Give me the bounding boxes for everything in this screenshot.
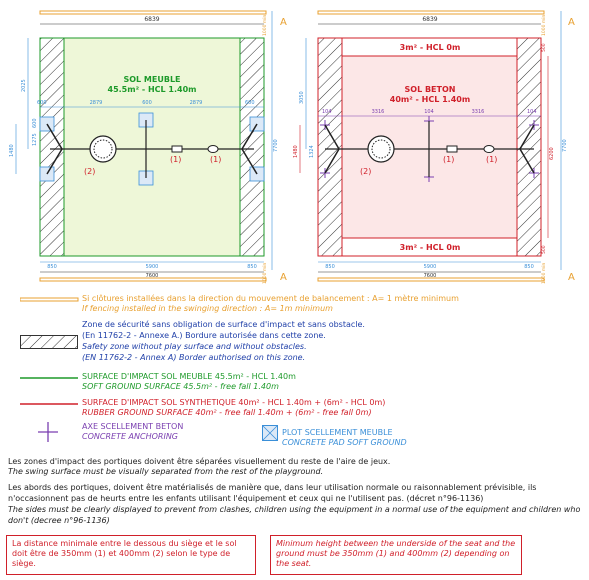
legend-pad-fr: PLOT SCELLEMENT MEUBLE bbox=[282, 428, 393, 437]
right-bottom-mid: 5900 bbox=[424, 264, 437, 270]
right-post-width-2: 104 bbox=[424, 109, 434, 115]
synth-swatch bbox=[20, 403, 78, 405]
left-right-height: 7700 bbox=[273, 139, 279, 152]
legend-anchor-en: CONCRETE ANCHORING bbox=[82, 432, 179, 441]
left-top-right-dim: 1000 min bbox=[262, 14, 268, 36]
left-overall-width: 6839 bbox=[144, 16, 159, 23]
right-overall-width: 6839 bbox=[422, 16, 437, 23]
plan-left: 6839 SOL MEUBLE 45.5m² - HCL 1.40m 600 2… bbox=[9, 10, 287, 284]
legend-synth-fr: SURFACE D'IMPACT SOL SYNTHETIQUE 40m² - … bbox=[82, 398, 386, 407]
right-bottom-total: 7600 bbox=[424, 273, 437, 279]
note-box-fr: La distance minimale entre le dessous du… bbox=[6, 535, 256, 575]
right-right-small-b: 500 bbox=[541, 245, 547, 254]
legend-zone-en-1: Safety zone without play surface and wit… bbox=[82, 342, 307, 351]
legend-zone-fr-1: Zone de sécurité sans obligation de surf… bbox=[82, 320, 365, 329]
legend-zone-fr-2: (En 11762-2 - Annexe A.) Bordure autoris… bbox=[82, 331, 326, 340]
left-zone-title: SOL MEUBLE bbox=[123, 75, 180, 84]
legend-synth-en: RUBBER GROUND SURFACE 40m² - free fall 1… bbox=[82, 408, 372, 417]
left-height: 1480 bbox=[9, 144, 15, 157]
fence-swatch bbox=[20, 297, 79, 302]
left-marker-a-bottom: A bbox=[280, 272, 287, 283]
left-span-2: 2879 bbox=[190, 100, 203, 106]
right-post-width-3: 104 bbox=[527, 109, 537, 115]
left-post-width-3: 600 bbox=[245, 100, 255, 106]
legend-fence-en: If fencing installed in the swinging dir… bbox=[82, 304, 333, 313]
note-box-en: Minimum height between the underside of … bbox=[270, 535, 522, 575]
note-p2-en: The sides must be clearly displayed to p… bbox=[8, 505, 581, 525]
right-label-1a: (1) bbox=[443, 155, 454, 164]
right-top-band: 3m² - HCL 0m bbox=[400, 43, 461, 52]
right-left-height-c: 1324 bbox=[309, 145, 315, 158]
right-bottom-right: 850 bbox=[524, 264, 534, 270]
right-bottom-left: 850 bbox=[325, 264, 335, 270]
pad-icon bbox=[262, 425, 278, 441]
left-zone-subtitle: 45.5m² - HCL 1.40m bbox=[108, 85, 197, 94]
plan-right: 6839 3m² - HCL 0m 3m² - HCL 0m SOL BETON… bbox=[293, 10, 575, 284]
legend-soft-en: SOFT GROUND SURFACE 45.5m² - free fall 1… bbox=[82, 382, 279, 391]
left-dim-c: 600 bbox=[32, 118, 38, 128]
right-marker-a-bottom: A bbox=[568, 272, 575, 283]
right-post-width-1: 104 bbox=[322, 109, 332, 115]
note-p2-fr: Les abords des portiques, doivent être m… bbox=[8, 483, 537, 503]
right-left-height-b: 1480 bbox=[293, 145, 299, 158]
site-plans: 6839 SOL MEUBLE 45.5m² - HCL 1.40m 600 2… bbox=[9, 10, 575, 284]
right-bottom-right-dim: 1000 min bbox=[541, 262, 547, 284]
left-dim-b: 1275 bbox=[32, 133, 38, 146]
right-top-right-dim: 1000 min bbox=[541, 14, 547, 36]
note-p1-fr: Les zones d'impact des portiques doivent… bbox=[8, 457, 391, 466]
right-right-height-a: 6200 bbox=[549, 147, 555, 160]
left-bottom-right: 850 bbox=[247, 264, 257, 270]
legend-zone-en-2: (EN 11762-2 - Annex A) Border authorised… bbox=[82, 353, 306, 362]
note-p1-en: The swing surface must be visually separ… bbox=[8, 467, 324, 476]
left-bottom-total: 7600 bbox=[146, 273, 159, 279]
left-dim-a: 2025 bbox=[21, 79, 27, 92]
soft-swatch bbox=[20, 377, 78, 379]
left-label-2: (2) bbox=[84, 167, 95, 176]
left-span-1: 2879 bbox=[90, 100, 103, 106]
anchor-cross-icon bbox=[38, 422, 58, 442]
hatch-swatch bbox=[20, 335, 78, 349]
left-marker-a-top: A bbox=[280, 17, 287, 28]
legend-fence-fr: Si clôtures installées dans la direction… bbox=[82, 294, 459, 303]
right-span-2: 3316 bbox=[472, 109, 485, 115]
left-bottom-right-dim: 1000 min bbox=[262, 262, 268, 284]
left-post-width-1: 600 bbox=[37, 100, 47, 106]
left-label-1a: (1) bbox=[170, 155, 181, 164]
left-label-1b: (1) bbox=[210, 155, 221, 164]
right-left-height-a: 3050 bbox=[299, 91, 305, 104]
right-right-small: 500 bbox=[541, 43, 547, 52]
left-post-width-2: 600 bbox=[142, 100, 152, 106]
right-bottom-band: 3m² - HCL 0m bbox=[400, 243, 461, 252]
left-bottom-left: 850 bbox=[47, 264, 57, 270]
right-label-1b: (1) bbox=[486, 155, 497, 164]
left-bottom-mid: 5900 bbox=[146, 264, 159, 270]
right-right-height-b: 7700 bbox=[562, 139, 568, 152]
legend-pad-en: CONCRETE PAD SOFT GROUND bbox=[282, 438, 407, 447]
legend-soft-fr: SURFACE D'IMPACT SOL MEUBLE 45.5m² - HCL… bbox=[82, 372, 296, 381]
legend-anchor-fr: AXE SCELLEMENT BETON bbox=[82, 422, 184, 431]
right-label-2: (2) bbox=[360, 167, 371, 176]
right-zone-subtitle: 40m² - HCL 1.40m bbox=[390, 95, 470, 104]
right-span-1: 3316 bbox=[372, 109, 385, 115]
right-marker-a-top: A bbox=[568, 17, 575, 28]
right-zone-title: SOL BETON bbox=[405, 85, 456, 94]
